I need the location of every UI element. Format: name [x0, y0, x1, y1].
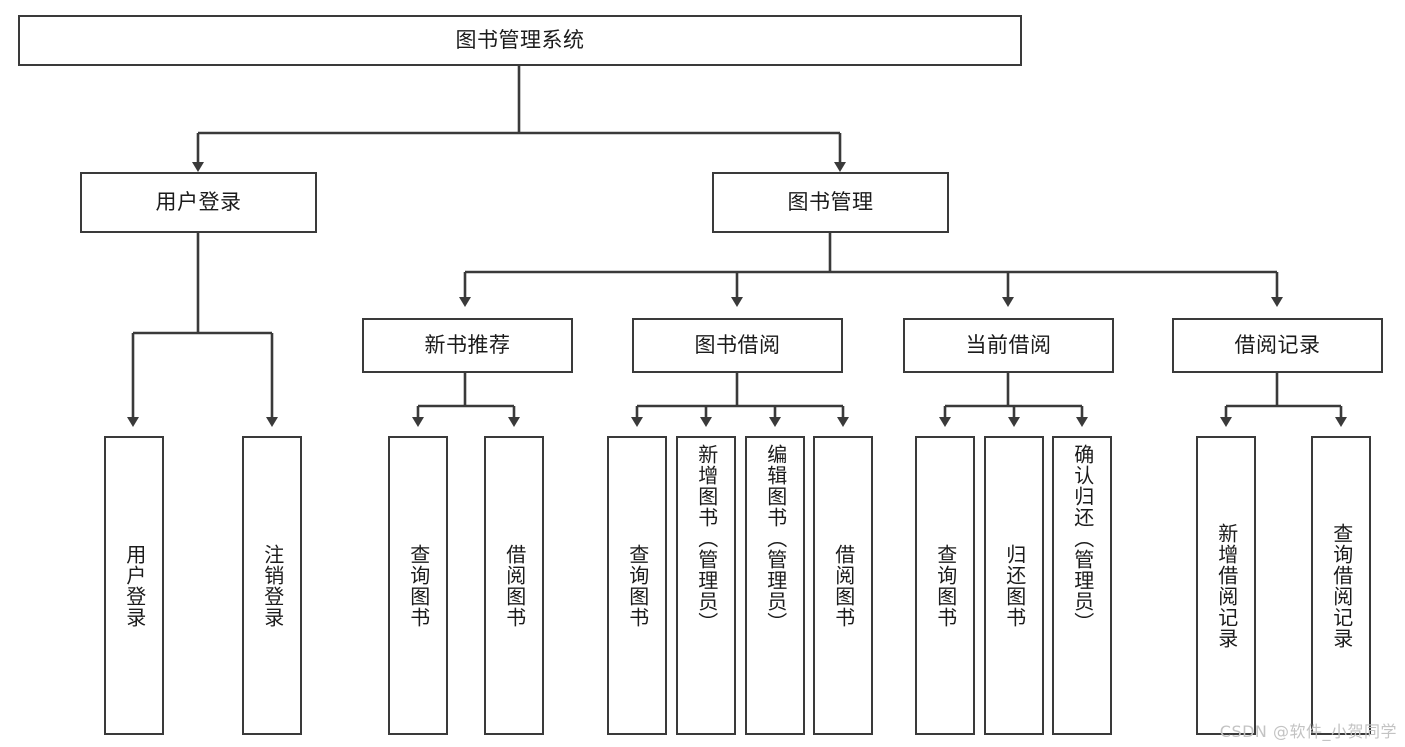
leaf-user-login-login[interactable]: 用户登录	[104, 436, 164, 735]
leaf-recommend-query-book[interactable]: 查询图书	[388, 436, 448, 735]
node-borrow-records[interactable]: 借阅记录	[1172, 318, 1383, 373]
node-label: 新增图书（管理员）	[694, 444, 719, 633]
node-label: 图书管理	[787, 189, 874, 214]
node-label: 查询图书	[406, 543, 431, 628]
node-label: 借阅记录	[1234, 332, 1321, 357]
node-label: 图书管理系统	[455, 27, 585, 52]
leaf-current-confirm-return-admin[interactable]: 确认归还（管理员）	[1052, 436, 1112, 735]
node-label: 注销登录	[260, 543, 285, 628]
leaf-recommend-borrow-book[interactable]: 借阅图书	[484, 436, 544, 735]
leaf-current-return-book[interactable]: 归还图书	[984, 436, 1044, 735]
node-label: 借阅图书	[831, 543, 856, 628]
leaf-borrow-borrow-book[interactable]: 借阅图书	[813, 436, 873, 735]
watermark-text: CSDN @软件_小贺同学	[1219, 722, 1397, 741]
leaf-user-login-logout[interactable]: 注销登录	[242, 436, 302, 735]
node-current-borrow[interactable]: 当前借阅	[903, 318, 1114, 373]
node-label: 归还图书	[1002, 543, 1027, 628]
node-label: 借阅图书	[502, 543, 527, 628]
node-label: 新书推荐	[424, 332, 511, 357]
leaf-borrow-add-book-admin[interactable]: 新增图书（管理员）	[676, 436, 736, 735]
leaf-current-query-book[interactable]: 查询图书	[915, 436, 975, 735]
node-label: 用户登录	[122, 543, 147, 628]
node-new-book-recommend[interactable]: 新书推荐	[362, 318, 573, 373]
leaf-borrow-query-book[interactable]: 查询图书	[607, 436, 667, 735]
node-label: 确认归还（管理员）	[1070, 444, 1095, 633]
node-label: 用户登录	[155, 189, 242, 214]
leaf-borrow-edit-book-admin[interactable]: 编辑图书（管理员）	[745, 436, 805, 735]
leaf-records-add-record[interactable]: 新增借阅记录	[1196, 436, 1256, 735]
node-label: 当前借阅	[965, 332, 1052, 357]
node-label: 新增借阅记录	[1214, 522, 1239, 649]
node-label: 查询图书	[933, 543, 958, 628]
node-label: 查询图书	[625, 543, 650, 628]
node-book-borrow[interactable]: 图书借阅	[632, 318, 843, 373]
node-label: 查询借阅记录	[1329, 522, 1354, 649]
node-root-system[interactable]: 图书管理系统	[18, 15, 1022, 66]
node-label: 图书借阅	[694, 332, 781, 357]
node-book-management[interactable]: 图书管理	[712, 172, 949, 233]
node-label: 编辑图书（管理员）	[763, 444, 788, 633]
leaf-records-query-record[interactable]: 查询借阅记录	[1311, 436, 1371, 735]
node-user-login[interactable]: 用户登录	[80, 172, 317, 233]
